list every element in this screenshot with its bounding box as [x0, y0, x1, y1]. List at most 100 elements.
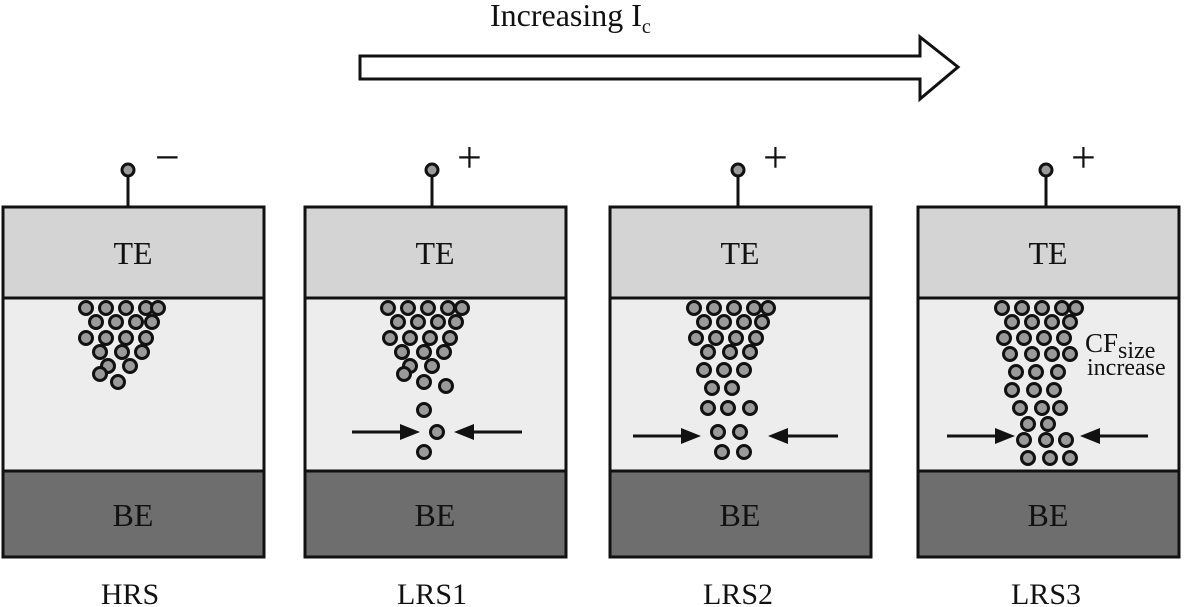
top-electrode-label: TE: [113, 235, 152, 271]
particle: [402, 330, 418, 346]
particle: [438, 378, 454, 394]
particle: [1020, 450, 1036, 466]
particle: [1034, 400, 1050, 416]
particle: [416, 402, 432, 418]
particle: [150, 300, 166, 316]
particle: [1068, 300, 1084, 316]
bottom-electrode-label: BE: [720, 497, 761, 533]
cell-caption: LRS3: [1011, 578, 1081, 607]
bottom-electrode: [1, 469, 266, 559]
terminal-icon: [1038, 162, 1054, 178]
cell-caption: LRS2: [703, 578, 773, 607]
particle: [430, 314, 446, 330]
particle: [1056, 330, 1072, 346]
top-electrode: [303, 205, 568, 300]
particle: [686, 300, 702, 316]
particle: [726, 300, 742, 316]
particle: [1062, 346, 1078, 362]
particle: [1052, 400, 1068, 416]
particle: [380, 300, 396, 316]
particle: [122, 358, 138, 374]
particle: [720, 400, 736, 416]
particle: [134, 344, 150, 360]
particle: [1046, 382, 1062, 398]
particle: [128, 314, 144, 330]
particle: [78, 330, 94, 346]
particle: [1024, 314, 1040, 330]
increasing-current-arrow: [358, 33, 961, 103]
bottom-electrode: [303, 469, 568, 559]
particle: [88, 314, 104, 330]
particle: [754, 314, 770, 330]
particle: [114, 344, 130, 360]
particle: [728, 330, 744, 346]
filament-particles: [994, 300, 1084, 466]
top-electrode-label: TE: [720, 235, 759, 271]
particle: [390, 314, 406, 330]
terminal-icon: [424, 162, 440, 178]
particle: [706, 300, 722, 316]
particle: [736, 444, 752, 460]
particle: [400, 300, 416, 316]
particle: [700, 344, 716, 360]
particle: [736, 314, 752, 330]
particle: [92, 344, 108, 360]
particle: [410, 314, 426, 330]
filament-particles: [380, 300, 470, 460]
particle: [108, 314, 124, 330]
particle: [724, 380, 740, 396]
particle: [448, 314, 464, 330]
particle: [98, 330, 114, 346]
top-electrode-label: TE: [415, 235, 454, 271]
particle: [1014, 300, 1030, 316]
particle: [138, 330, 154, 346]
bottom-electrode: [608, 469, 873, 559]
particle: [1042, 450, 1058, 466]
particle: [736, 362, 752, 378]
particle: [92, 366, 108, 382]
particle: [454, 300, 470, 316]
bottom-electrode: [916, 469, 1181, 559]
particle: [1054, 300, 1070, 316]
particle: [396, 366, 412, 382]
particle: [1062, 450, 1078, 466]
particle: [722, 344, 738, 360]
particle: [760, 300, 776, 316]
particle: [704, 380, 720, 396]
particle: [1044, 346, 1060, 362]
particle: [696, 362, 712, 378]
particle: [1012, 400, 1028, 416]
particle: [420, 300, 436, 316]
particle: [716, 362, 732, 378]
particle: [422, 330, 438, 346]
particle: [1038, 432, 1054, 448]
particle: [700, 400, 716, 416]
particle: [1062, 314, 1078, 330]
particle: [1016, 432, 1032, 448]
cf-size-annotation: CFsize: [1085, 328, 1155, 364]
particle: [1004, 382, 1020, 398]
polarity-sign: +: [763, 133, 788, 182]
particle: [1028, 364, 1044, 380]
cell-lrs3: + TE BE CFsize increase LRS3: [916, 133, 1181, 607]
particle: [1058, 432, 1074, 448]
terminal-icon: [120, 162, 136, 178]
particle: [732, 424, 748, 440]
particle: [742, 344, 758, 360]
particle: [1004, 314, 1020, 330]
cf-increase-annotation: increase: [1087, 355, 1166, 381]
particle: [748, 330, 764, 346]
particle: [110, 374, 126, 390]
particle: [98, 300, 114, 316]
bottom-electrode-label: BE: [1028, 497, 1069, 533]
particle: [1008, 364, 1024, 380]
cell-caption: HRS: [101, 578, 159, 607]
particle: [996, 330, 1012, 346]
particle: [118, 330, 134, 346]
particle: [1002, 346, 1018, 362]
particle: [394, 344, 410, 360]
particle: [714, 444, 730, 460]
top-electrode-label: TE: [1028, 235, 1067, 271]
polarity-sign: +: [1071, 133, 1096, 182]
